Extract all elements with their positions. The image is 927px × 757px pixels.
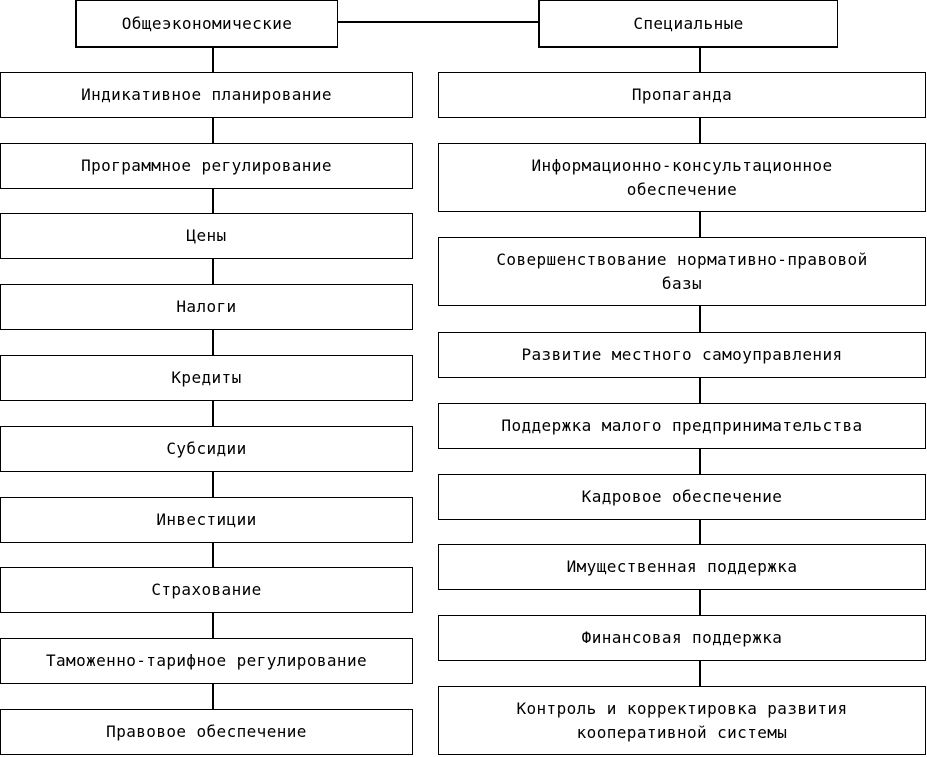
left-item-label: Страхование — [151, 580, 262, 599]
left-item-box: Правовое обеспечение — [0, 709, 413, 755]
right-connector-1 — [699, 118, 701, 143]
right-connector-6 — [699, 520, 701, 544]
left-item-box: Кредиты — [0, 355, 413, 401]
right-item-label: Информационно-консультационное обеспечен… — [531, 155, 833, 199]
right-item-label: Поддержка малого предпринимательства — [501, 416, 863, 435]
left-item-label: Правовое обеспечение — [106, 722, 307, 741]
left-item-label: Индикативное планирование — [81, 85, 332, 104]
right-connector-4 — [699, 378, 701, 403]
right-connector-5 — [699, 449, 701, 474]
left-connector-7 — [212, 543, 214, 567]
left-item-label: Субсидии — [166, 439, 247, 458]
right-connector-2 — [699, 212, 701, 237]
left-connector-6 — [212, 472, 214, 497]
left-item-box: Индикативное планирование — [0, 72, 413, 118]
right-item-label: Пропаганда — [631, 85, 733, 104]
left-item-label: Кредиты — [171, 368, 242, 387]
left-item-box: Программное регулирование — [0, 143, 413, 189]
left-connector-4 — [212, 330, 214, 355]
left-connector-1 — [212, 118, 214, 143]
right-item-label: Совершенствование нормативно-правовой ба… — [496, 249, 868, 293]
left-header-label: Общеэкономические — [121, 13, 293, 33]
left-item-box: Таможенно-тарифное регулирование — [0, 638, 413, 684]
right-item-box: Контроль и корректировка развития коопер… — [438, 686, 926, 755]
left-item-label: Инвестиции — [156, 510, 257, 529]
left-item-box: Налоги — [0, 284, 413, 330]
left-item-label: Таможенно-тарифное регулирование — [45, 651, 368, 670]
right-item-label: Контроль и корректировка развития коопер… — [516, 698, 848, 742]
left-item-box: Субсидии — [0, 426, 413, 472]
right-item-box: Совершенствование нормативно-правовой ба… — [438, 237, 926, 306]
left-connector-0 — [212, 48, 214, 72]
left-item-label: Программное регулирование — [81, 156, 332, 175]
left-item-box: Страхование — [0, 567, 413, 613]
right-connector-7 — [699, 590, 701, 615]
right-item-box: Пропаганда — [438, 72, 926, 118]
left-connector-5 — [212, 401, 214, 426]
right-connector-8 — [699, 661, 701, 686]
right-item-label: Кадровое обеспечение — [581, 487, 783, 506]
left-item-box: Инвестиции — [0, 497, 413, 543]
right-item-box: Развитие местного самоуправления — [438, 332, 926, 378]
right-item-box: Финансовая поддержка — [438, 615, 926, 661]
right-item-box: Информационно-консультационное обеспечен… — [438, 143, 926, 212]
right-item-label: Финансовая поддержка — [581, 628, 783, 647]
right-header-box: Специальные — [538, 0, 838, 48]
right-item-label: Имущественная поддержка — [566, 557, 798, 576]
left-item-label: Цены — [186, 226, 227, 245]
left-item-box: Цены — [0, 213, 413, 259]
right-item-label: Развитие местного самоуправления — [521, 345, 843, 364]
right-item-box: Имущественная поддержка — [438, 544, 926, 590]
left-connector-3 — [212, 259, 214, 284]
right-item-box: Кадровое обеспечение — [438, 474, 926, 520]
right-connector-3 — [699, 306, 701, 332]
right-connector-0 — [699, 48, 701, 72]
header-connector — [338, 21, 538, 23]
right-header-label: Специальные — [633, 13, 744, 33]
right-item-box: Поддержка малого предпринимательства — [438, 403, 926, 449]
left-connector-9 — [212, 684, 214, 709]
left-item-label: Налоги — [176, 297, 237, 316]
left-header-box: Общеэкономические — [75, 0, 338, 48]
left-connector-8 — [212, 613, 214, 638]
left-connector-2 — [212, 189, 214, 213]
